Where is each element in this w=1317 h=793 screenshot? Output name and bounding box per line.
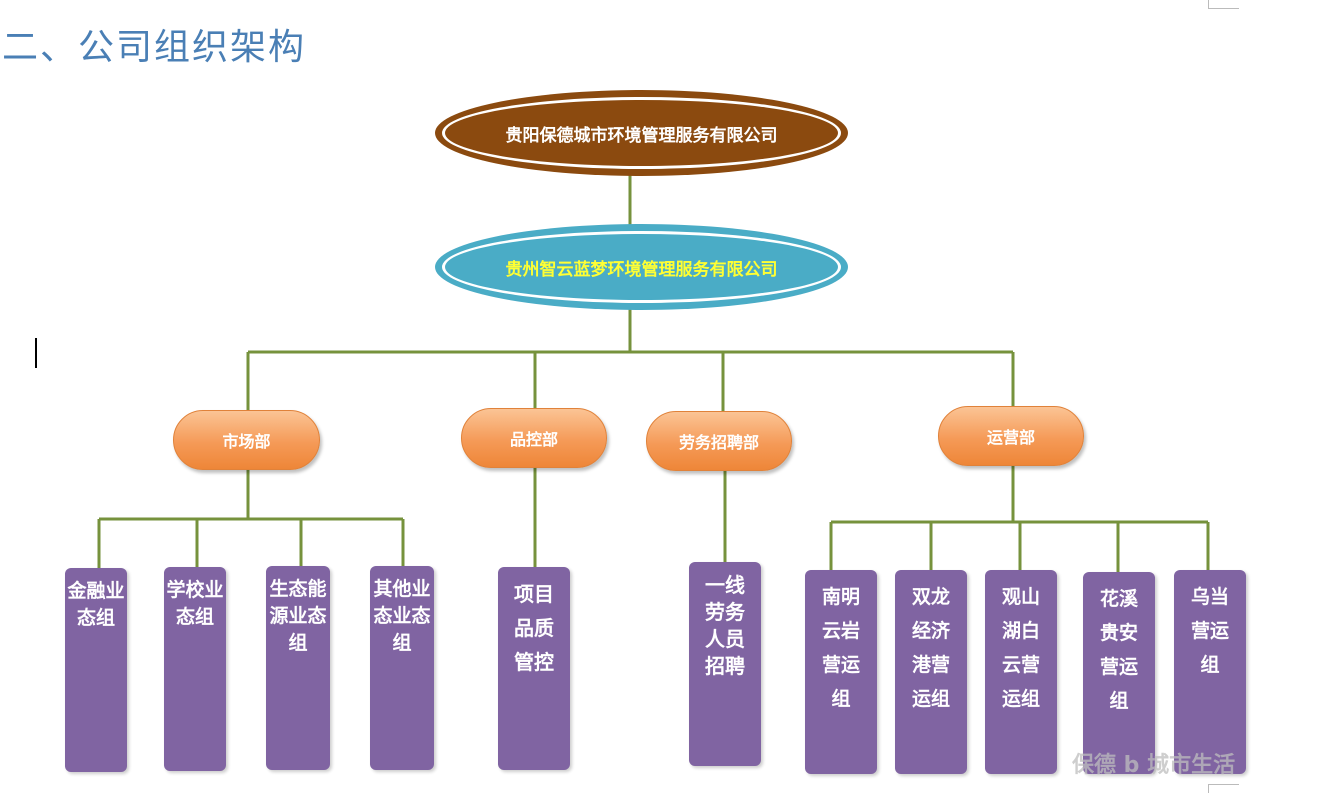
team-finance: 金融业态组 bbox=[65, 568, 127, 772]
page-corner-mark bbox=[1208, 784, 1239, 793]
team-project-quality: 项目品质管控 bbox=[498, 567, 570, 770]
text-cursor bbox=[35, 338, 37, 368]
team-guanshanhu-baiyun: 观山湖白云营运组 bbox=[985, 570, 1057, 774]
team-wudang: 乌当营运组 bbox=[1174, 570, 1246, 774]
team-nanming-yunyan: 南明云岩营运组 bbox=[805, 570, 877, 774]
top-company-label: 贵阳保德城市环境管理服务有限公司 bbox=[505, 125, 778, 146]
top-company-node: 贵阳保德城市环境管理服务有限公司 bbox=[435, 90, 848, 176]
team-shuanglong: 双龙经济港营运组 bbox=[895, 570, 967, 774]
page-corner-mark bbox=[1208, 0, 1239, 9]
team-eco-energy: 生态能源业态组 bbox=[266, 566, 330, 770]
team-frontline-recruit: 一线劳务人员招聘 bbox=[689, 562, 761, 766]
page-title: 二、公司组织架构 bbox=[2, 27, 307, 68]
team-huaxi-guian: 花溪贵安营运组 bbox=[1083, 572, 1155, 774]
dept-labor-recruitment: 劳务招聘部 bbox=[646, 411, 792, 471]
dept-quality-control: 品控部 bbox=[461, 408, 607, 468]
second-company-node: 贵州智云蓝梦环境管理服务有限公司 bbox=[435, 224, 848, 310]
team-other: 其他业态业态组 bbox=[370, 566, 434, 770]
watermark-logo: 保德 b 城市生活 bbox=[1072, 753, 1236, 778]
dept-market: 市场部 bbox=[173, 410, 320, 470]
dept-operations: 运营部 bbox=[938, 406, 1084, 466]
team-school: 学校业态组 bbox=[164, 567, 226, 771]
second-company-label: 贵州智云蓝梦环境管理服务有限公司 bbox=[505, 259, 778, 280]
